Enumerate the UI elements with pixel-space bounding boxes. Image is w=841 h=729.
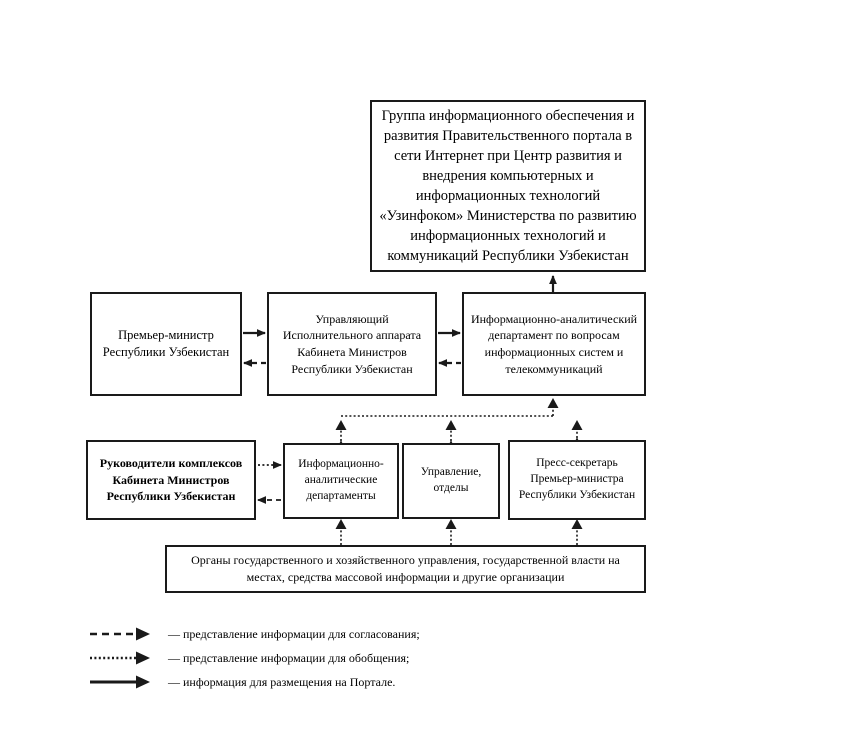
legend-row-portal: — информация для размещения на Портале. <box>88 670 508 694</box>
legend-row-summary: — представление информации для обобщения… <box>88 646 508 670</box>
legend-row-approval: — представление информации для согласова… <box>88 622 508 646</box>
legend-label-portal: — информация для размещения на Портале. <box>168 674 396 689</box>
box-heads-of-complexes-label: Руководители комплексов Кабинета Министр… <box>99 456 243 504</box>
box-press-secretary: Пресс-секретарь Премьер-министра Республ… <box>508 440 646 520</box>
box-state-bodies-label: Органы государственного и хозяйственного… <box>191 553 620 584</box>
box-heads-of-complexes: Руководители комплексов Кабинета Министр… <box>86 440 256 520</box>
box-manager-apparatus-label: Управляющий Исполнительного аппарата Каб… <box>282 311 422 376</box>
box-directorate-divisions-label: Управление, отделы <box>420 466 482 494</box>
box-manager-apparatus: Управляющий Исполнительного аппарата Каб… <box>267 292 437 396</box>
box-info-analytic-departments: Информационно-аналитические департаменты <box>283 443 399 519</box>
box-top-group-label: Группа информационного обеспечения и раз… <box>379 108 637 264</box>
box-prime-minister-label: Премьер-министр Республики Узбекистан <box>102 327 230 359</box>
box-top-group: Группа информационного обеспечения и раз… <box>370 100 646 272</box>
arrows-state-bodies-to-row3 <box>335 519 583 545</box>
legend: — представление информации для согласова… <box>88 622 508 694</box>
box-info-analytic-department-label: Информационно-аналитический департамент … <box>470 311 638 376</box>
box-press-secretary-label: Пресс-секретарь Премьер-министра Республ… <box>518 457 636 501</box>
solid-arrow-icon <box>88 670 160 694</box>
dotted-arrow-icon <box>88 646 160 670</box>
bus-arrowheads <box>335 398 583 430</box>
dotted-bus-row3-to-iad <box>337 399 581 449</box>
legend-label-summary: — представление информации для обобщения… <box>168 650 410 665</box>
dashed-arrow-icon <box>88 622 160 646</box>
box-state-bodies: Органы государственного и хозяйственного… <box>165 545 646 593</box>
legend-label-approval: — представление информации для согласова… <box>168 626 420 641</box>
box-info-analytic-departments-label: Информационно-аналитические департаменты <box>298 458 384 502</box>
box-prime-minister: Премьер-министр Республики Узбекистан <box>90 292 242 396</box>
box-info-analytic-department: Информационно-аналитический департамент … <box>462 292 646 396</box>
box-directorate-divisions: Управление, отделы <box>402 443 500 519</box>
